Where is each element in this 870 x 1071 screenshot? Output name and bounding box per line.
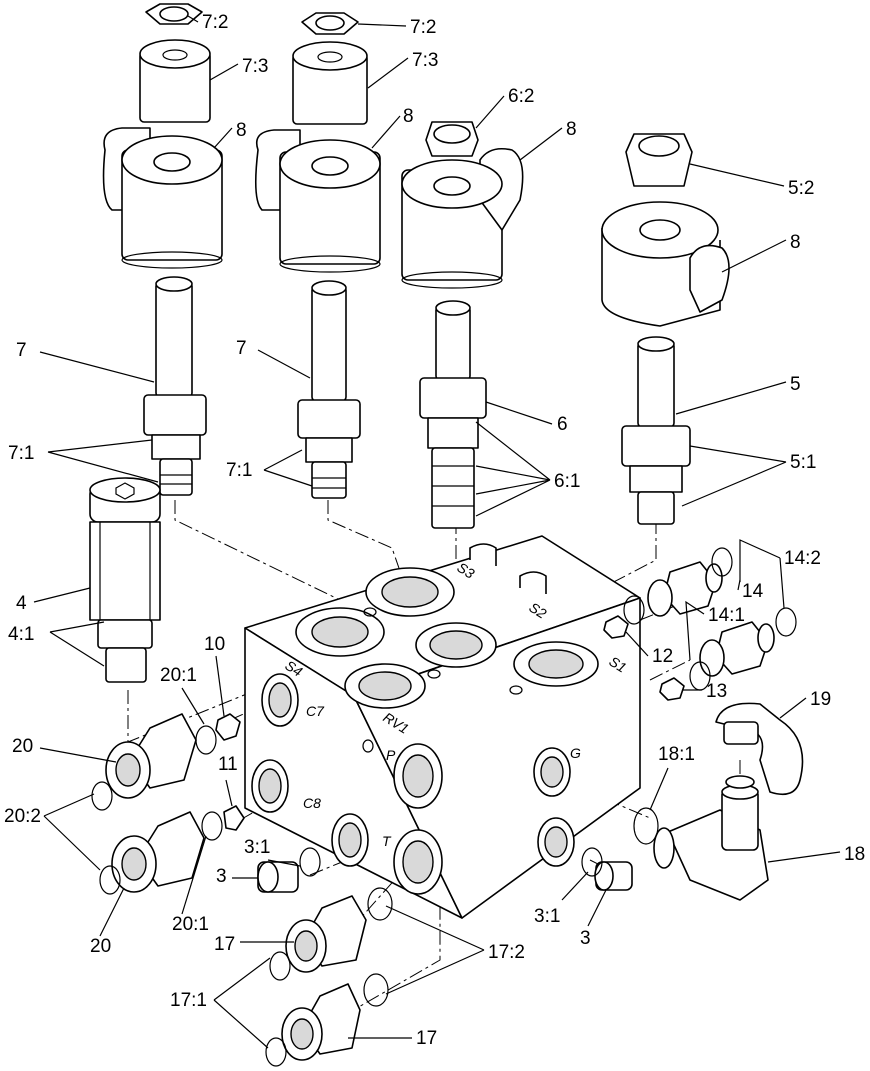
fitting-17-lower [281, 983, 361, 1061]
manifold-block [244, 535, 641, 919]
callout-label: 7:1 [226, 460, 252, 481]
callout-label: 13 [706, 681, 727, 702]
callout-label: 10 [204, 634, 225, 655]
callout-label: 20 [12, 736, 33, 757]
nut-7-2-left [145, 3, 203, 25]
cartridge-valve-7-left [143, 276, 207, 496]
callout-labels: 7:2 7:3 8 7:2 7:3 8 6:2 8 5:2 8 7 7 5 6 7:1 7:1 6:1 5:1 14… [4, 12, 865, 1049]
callout-label: 5 [790, 374, 801, 395]
callout-label: 20:1 [172, 914, 209, 935]
callout-label: 4:1 [8, 624, 34, 645]
callout-label: 6:2 [508, 86, 534, 107]
callout-label: 17:1 [170, 990, 207, 1011]
callout-label: 8 [236, 120, 247, 141]
callout-label: 14:1 [708, 605, 745, 626]
solenoid-coil-4 [601, 201, 730, 327]
callout-label: 6 [557, 414, 568, 435]
callout-label: 20:2 [4, 806, 41, 827]
port-marking: C7 [306, 703, 325, 719]
port-marking: C8 [303, 795, 321, 811]
o-rings [91, 547, 797, 1067]
spacer-7-3-left [139, 39, 211, 123]
nut-5-2 [625, 133, 693, 187]
callout-label: 14 [742, 581, 764, 602]
spacer-7-3-right [292, 41, 368, 125]
relief-valve-4 [89, 477, 161, 683]
nut-6-2 [425, 121, 479, 157]
solenoid-coil-1 [102, 127, 223, 269]
cartridge-valve-5 [621, 336, 691, 525]
callout-label: 3:1 [534, 906, 560, 927]
elbow-fitting-18 [653, 784, 769, 901]
top-face-ports [295, 567, 599, 709]
solenoid-coil-3 [401, 147, 524, 289]
dust-cap-19 [715, 702, 804, 796]
callout-label: 3 [580, 928, 591, 949]
left-face-ports [251, 673, 369, 867]
callout-label: 7:2 [410, 17, 436, 38]
callout-label: 20:1 [160, 665, 197, 686]
nut-7-2-right [301, 12, 359, 35]
callout-label: 7:3 [242, 56, 268, 77]
callout-label: 17:2 [488, 942, 525, 963]
callout-label: 3:1 [244, 837, 270, 858]
callout-label: 19 [810, 689, 831, 710]
fitting-14-upper [647, 561, 723, 617]
callout-label: 8 [790, 232, 801, 253]
cartridge-valve-7-right [297, 280, 361, 499]
callout-label: 6:1 [554, 471, 580, 492]
callout-label: 18:1 [658, 744, 695, 765]
callout-label: 12 [652, 646, 673, 667]
callout-label: 11 [218, 754, 238, 775]
port-marking: S1 [606, 653, 629, 676]
callout-label: 17 [214, 934, 235, 955]
front-face-ports [362, 739, 575, 895]
callout-label: 7:1 [8, 443, 34, 464]
port-marking: S2 [526, 599, 549, 622]
port-marking: S3 [454, 559, 477, 582]
callout-label: 18 [844, 844, 865, 865]
callout-label: 3 [216, 866, 227, 887]
port-marking: T [382, 833, 392, 849]
fitting-14-lower [699, 621, 775, 677]
callout-label: 17 [416, 1028, 437, 1049]
port-marking: G [570, 745, 581, 761]
solenoid-coil-2 [254, 129, 381, 273]
fitting-17-upper [285, 895, 367, 973]
cartridge-valve-6 [419, 300, 487, 529]
small-plugs-10-11-12-13 [215, 615, 685, 831]
fitting-20-upper [105, 713, 197, 799]
callout-label: 7:3 [412, 50, 438, 71]
callout-label: 7:2 [202, 12, 228, 33]
fitting-20-lower [111, 811, 205, 893]
callout-label: 14:2 [784, 548, 821, 569]
port-marking: S4 [282, 657, 305, 680]
callout-label: 7 [16, 340, 27, 361]
port-marking: P [386, 747, 396, 763]
leader-lines [33, 15, 841, 1049]
callout-label: 4 [16, 593, 27, 614]
callout-label: 8 [403, 106, 414, 127]
callout-label: 5:2 [788, 178, 814, 199]
callout-label: 7 [236, 338, 247, 359]
callout-label: 5:1 [790, 452, 816, 473]
callout-label: 20 [90, 936, 111, 957]
callout-label: 8 [566, 119, 577, 140]
